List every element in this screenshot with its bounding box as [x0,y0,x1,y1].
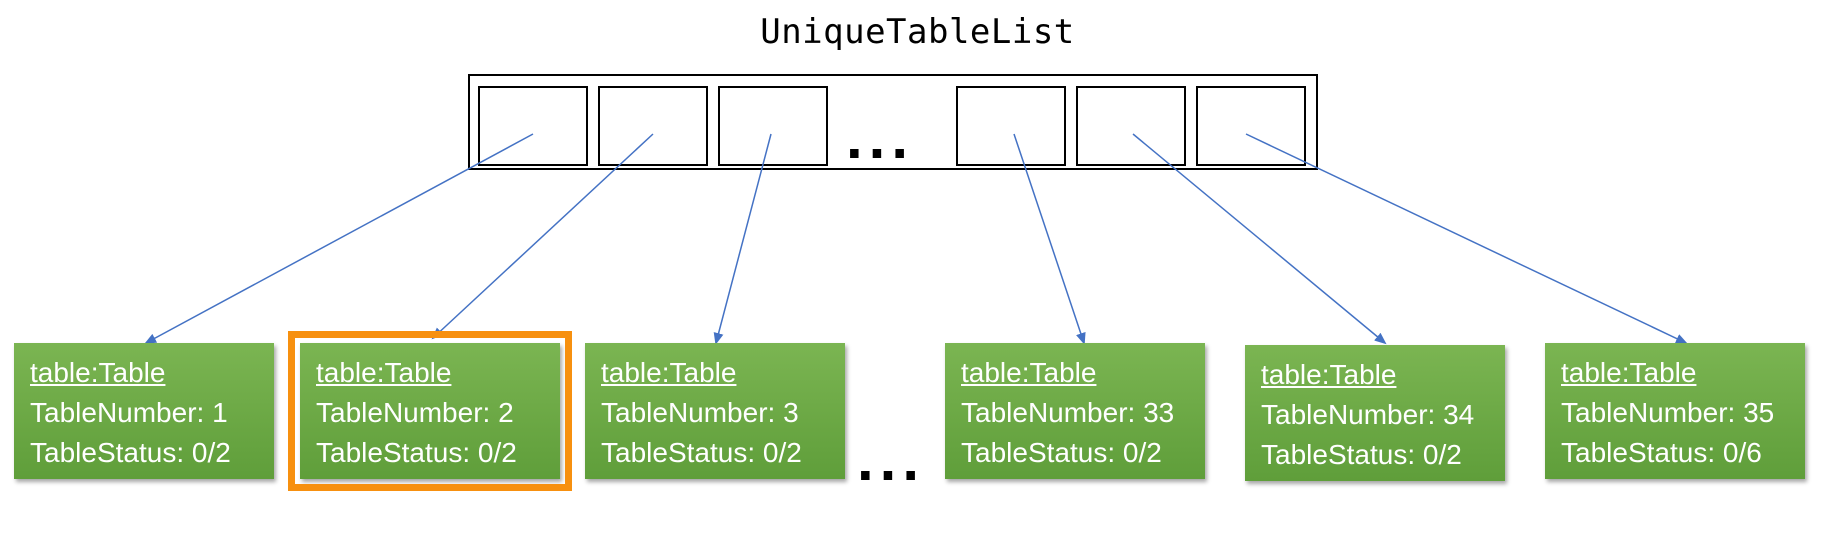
list-slot [598,86,708,166]
table-status-row: TableStatus: 0/2 [601,437,802,468]
table-number-row: TableNumber: 3 [601,397,799,428]
table-status-row: TableStatus: 0/2 [316,437,517,468]
table-node-3: table:Table TableNumber: 3 TableStatus: … [585,343,845,479]
reference-arrow [144,133,534,344]
reference-arrow [713,133,772,345]
table-object-name: table:Table [316,357,452,388]
table-number-row: TableNumber: 34 [1261,399,1475,430]
table-status-row: TableStatus: 0/2 [30,437,231,468]
table-object-name: table:Table [1561,357,1697,388]
list-ellipsis: ... [846,104,915,171]
table-object-name: table:Table [1261,359,1397,390]
table-object-name: table:Table [30,357,166,388]
table-status-row: TableStatus: 0/2 [1261,439,1462,470]
reference-arrow [1132,133,1387,345]
list-slot [1076,86,1186,166]
table-number-row: TableNumber: 35 [1561,397,1775,428]
unique-table-list-box [468,74,1318,170]
reference-arrow [431,133,654,340]
table-node-2-highlighted: table:Table TableNumber: 2 TableStatus: … [288,331,572,491]
list-slot [956,86,1066,166]
list-slot [1196,86,1306,166]
table-node-34: table:Table TableNumber: 34 TableStatus:… [1245,345,1505,481]
table-node-33: table:Table TableNumber: 33 TableStatus:… [945,343,1205,479]
reference-arrow [1245,133,1688,344]
table-status-row: TableStatus: 0/6 [1561,437,1762,468]
table-node-1: table:Table TableNumber: 1 TableStatus: … [14,343,274,479]
list-slot [478,86,588,166]
table-object-name: table:Table [961,357,1097,388]
cards-ellipsis: ... [857,426,926,493]
table-node-35: table:Table TableNumber: 35 TableStatus:… [1545,343,1805,479]
table-number-row: TableNumber: 2 [316,397,514,428]
reference-arrow [1013,133,1086,345]
table-number-row: TableNumber: 33 [961,397,1175,428]
table-status-row: TableStatus: 0/2 [961,437,1162,468]
table-object-name: table:Table [601,357,737,388]
table-number-row: TableNumber: 1 [30,397,228,428]
diagram-title: UniqueTableList [760,12,1075,52]
list-slot [718,86,828,166]
